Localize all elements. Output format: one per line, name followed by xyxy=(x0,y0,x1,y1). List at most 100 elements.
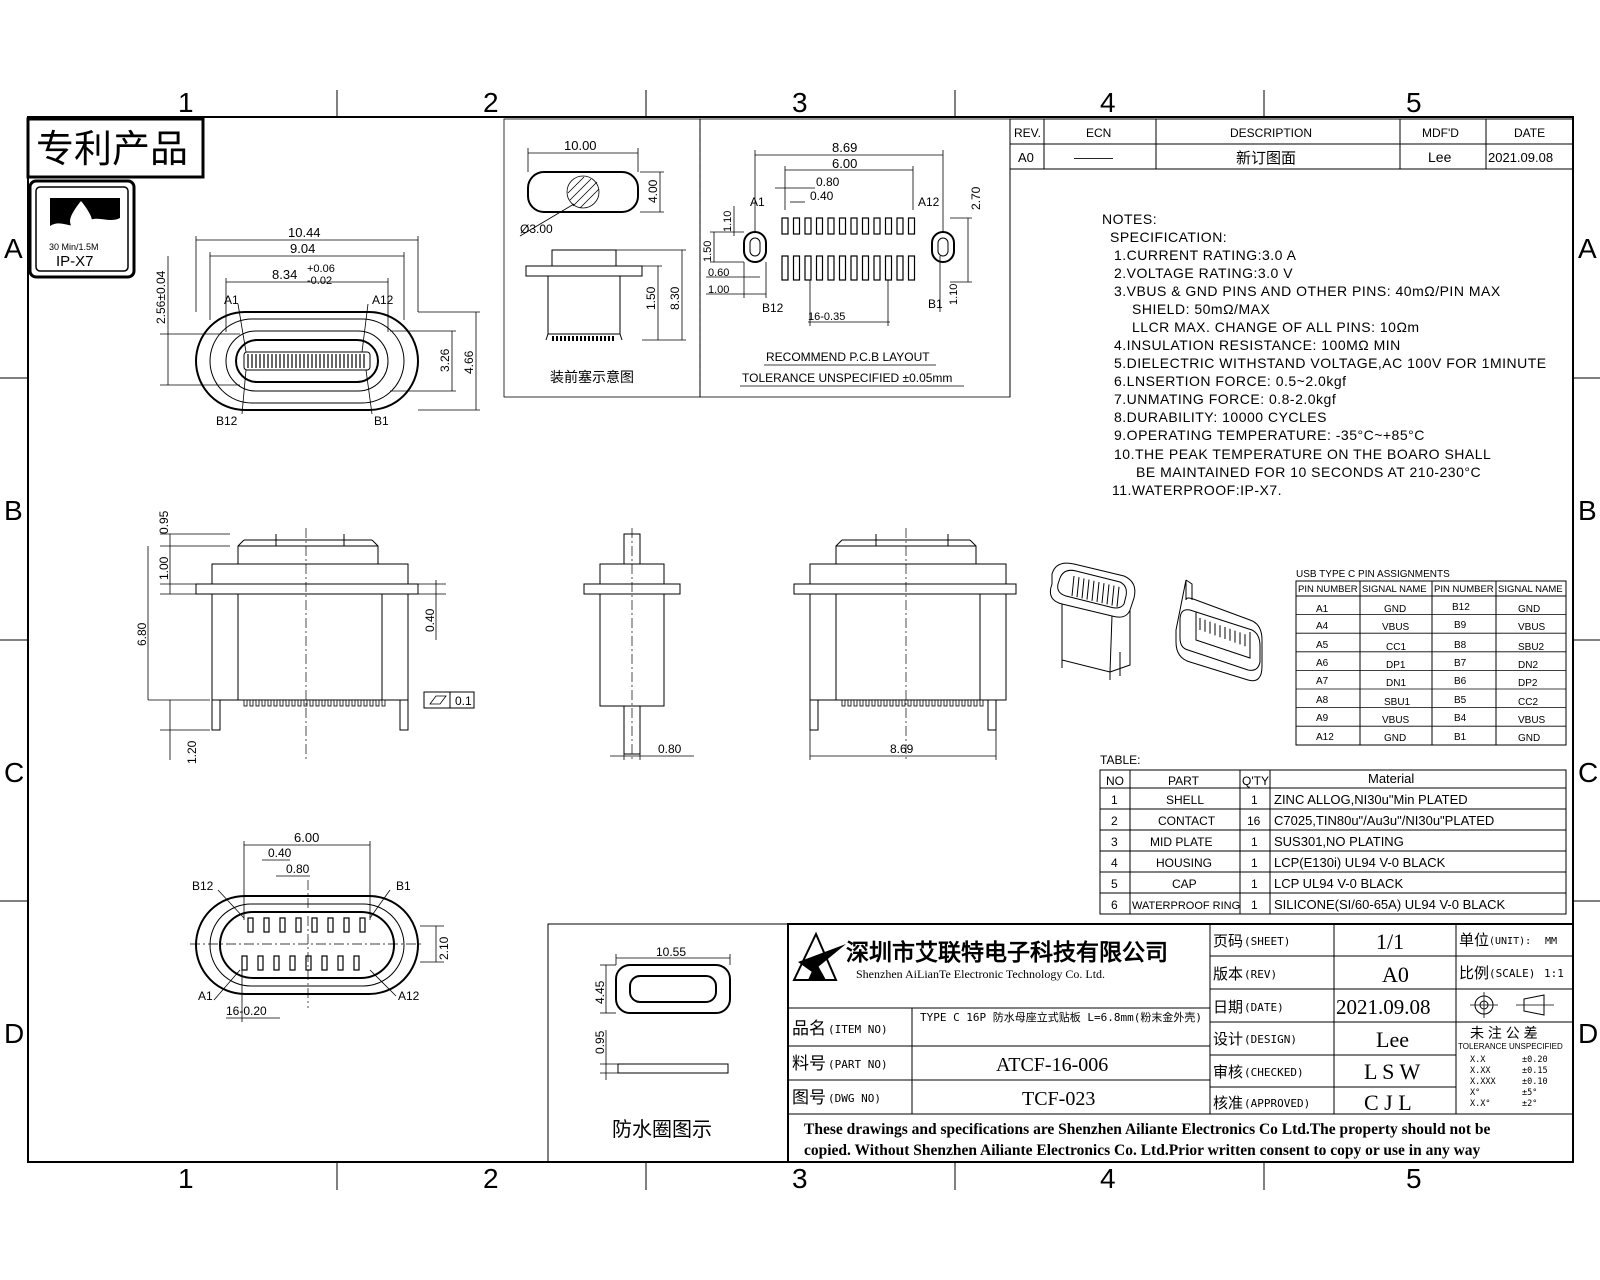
plug-contact xyxy=(568,336,570,341)
part-label: 料号 xyxy=(792,1054,826,1073)
zone-col-5-bottom: 5 xyxy=(1406,1163,1422,1194)
plug-contact xyxy=(584,336,586,341)
company-name-cn: 深圳市艾联特电子科技有限公司 xyxy=(846,939,1168,965)
projection-symbol-icon xyxy=(1470,992,1554,1018)
plug-contact xyxy=(564,336,566,341)
bottom-contact-bottom xyxy=(257,955,264,971)
plug-hatch xyxy=(567,176,600,209)
front-dim-tol-plus: +0.06 xyxy=(307,263,335,275)
approved-value: C J L xyxy=(1364,1090,1412,1115)
back-tail xyxy=(967,699,972,707)
parts-header-part: PART xyxy=(1168,774,1200,788)
plug-contact xyxy=(572,336,574,341)
pin-r7-c1: A9 xyxy=(1316,713,1329,724)
zone-col-1-bottom: 1 xyxy=(178,1163,194,1194)
tol-3-val: ±0.10 xyxy=(1522,1077,1548,1087)
pcb-pad-bottom xyxy=(850,255,858,281)
pcb-pad-bottom xyxy=(838,255,847,281)
part-r3-no: 3 xyxy=(1111,835,1118,849)
copyright-line-1: These drawings and specifications are Sh… xyxy=(804,1121,1490,1138)
rev-header-mdfd: MDF'D xyxy=(1422,126,1459,140)
back-tail xyxy=(871,699,876,707)
plug-contact xyxy=(588,336,590,341)
part-label-en: (PART NO) xyxy=(828,1058,888,1071)
pin-r3-c4: SBU2 xyxy=(1518,642,1545,653)
back-tail xyxy=(979,699,984,707)
date-label: 日期 xyxy=(1213,999,1243,1016)
approved-label-en: (APPROVED) xyxy=(1244,1097,1310,1110)
plug-contact xyxy=(560,336,562,341)
zone-col-2-bottom: 2 xyxy=(483,1163,499,1194)
bottom-contact-top xyxy=(311,917,318,933)
zone-col-5: 5 xyxy=(1406,87,1422,118)
side-dim-cap: 1.00 xyxy=(157,556,171,580)
plug-caption: 装前塞示意图 xyxy=(550,369,634,385)
side-tail xyxy=(291,699,296,707)
bottom-contacts xyxy=(241,917,366,971)
zone-col-2: 2 xyxy=(483,87,499,118)
pcb-pad-bottom xyxy=(884,255,893,281)
pcb-pad-top xyxy=(838,217,847,235)
pin-r7-c4: VBUS xyxy=(1518,715,1546,726)
bottom-pin-a1: A1 xyxy=(198,989,213,1003)
unit-label-en: (UNIT): xyxy=(1489,936,1531,947)
part-r5-part: CAP xyxy=(1172,877,1197,891)
back-tail xyxy=(889,699,894,707)
back-dim-width: 8.69 xyxy=(890,742,914,756)
iso1-contact xyxy=(1116,586,1120,607)
tol-2-key: X.XX xyxy=(1470,1066,1491,1076)
tol-1-val: ±0.20 xyxy=(1522,1055,1548,1065)
item-label: 品名 xyxy=(792,1019,826,1038)
parts-header-material: Material xyxy=(1368,771,1414,786)
back-tail xyxy=(931,699,936,707)
zone-labels: 1 2 3 4 5 1 2 3 4 5 A B C D A B C D xyxy=(4,87,1598,1194)
water-drop-icon xyxy=(50,198,120,244)
plug-contact xyxy=(608,336,610,341)
pin-r4-c4: DN2 xyxy=(1518,660,1538,671)
bottom-contact-top xyxy=(359,917,366,933)
iso1-contact xyxy=(1091,580,1095,601)
note-4: 4.INSULATION RESISTANCE: 100MΩ MIN xyxy=(1114,337,1401,353)
plug-dim-width: 10.00 xyxy=(564,138,597,153)
back-tail xyxy=(907,699,912,707)
pin-header-1: PIN NUMBER xyxy=(1298,584,1358,595)
narrow-side-view: 0.80 xyxy=(583,528,694,760)
checked-value: L S W xyxy=(1364,1059,1420,1084)
note-3-llcr: LLCR MAX. CHANGE OF ALL PINS: 10Ωm xyxy=(1132,319,1420,335)
plug-dim-cap: 1.50 xyxy=(644,286,658,310)
date-label-en: (DATE) xyxy=(1244,1001,1284,1014)
rev-value-mdfd: Lee xyxy=(1428,149,1452,165)
pin-table-row-lines xyxy=(1296,614,1566,727)
parts-table-title: TABLE: xyxy=(1100,753,1140,767)
bottom-contact-bottom xyxy=(321,955,328,971)
revision-table: REV. ECN DESCRIPTION MDF'D DATE A0 ——— 新… xyxy=(1009,118,1574,397)
pin-r1-c4: GND xyxy=(1518,604,1540,615)
side-tail xyxy=(339,699,344,707)
plug-contacts xyxy=(552,336,614,341)
bottom-contact-top xyxy=(343,917,350,933)
pin-r7-c2: VBUS xyxy=(1382,715,1410,726)
ip-rating: IP-X7 xyxy=(56,253,94,270)
checked-label: 审核 xyxy=(1213,1064,1243,1081)
pcb-pad-bottom xyxy=(827,255,835,281)
plug-contact xyxy=(604,336,606,341)
plug-dim-total: 8.30 xyxy=(668,286,682,310)
scale-label-en: (SCALE) xyxy=(1489,967,1535,980)
bottom-contact-top xyxy=(263,917,270,933)
rev-header-rev: REV. xyxy=(1014,126,1041,140)
front-dim-height-mid: 3.26 xyxy=(438,348,452,372)
back-tail xyxy=(847,699,852,707)
part-r1-material: ZINC ALLOG,NI30u"Min PLATED xyxy=(1274,792,1468,807)
back-tail xyxy=(901,699,906,707)
rev-value-description: 新订图面 xyxy=(1236,150,1296,167)
part-r6-part: WATERPROOF RING xyxy=(1132,900,1240,912)
zone-col-1: 1 xyxy=(178,87,194,118)
front-pin-b1: B1 xyxy=(374,414,389,428)
pin-r5-c2: DN1 xyxy=(1386,678,1406,689)
pin-r6-c3: B5 xyxy=(1454,695,1467,706)
front-view: 10.44 9.04 8.34 +0.06 -0.02 2.56±0.04 3.… xyxy=(154,225,480,428)
part-r2-qty: 16 xyxy=(1247,814,1261,828)
iso1-contact xyxy=(1111,585,1115,606)
pcb-dim-slot-inner: 0.60 xyxy=(708,267,729,279)
